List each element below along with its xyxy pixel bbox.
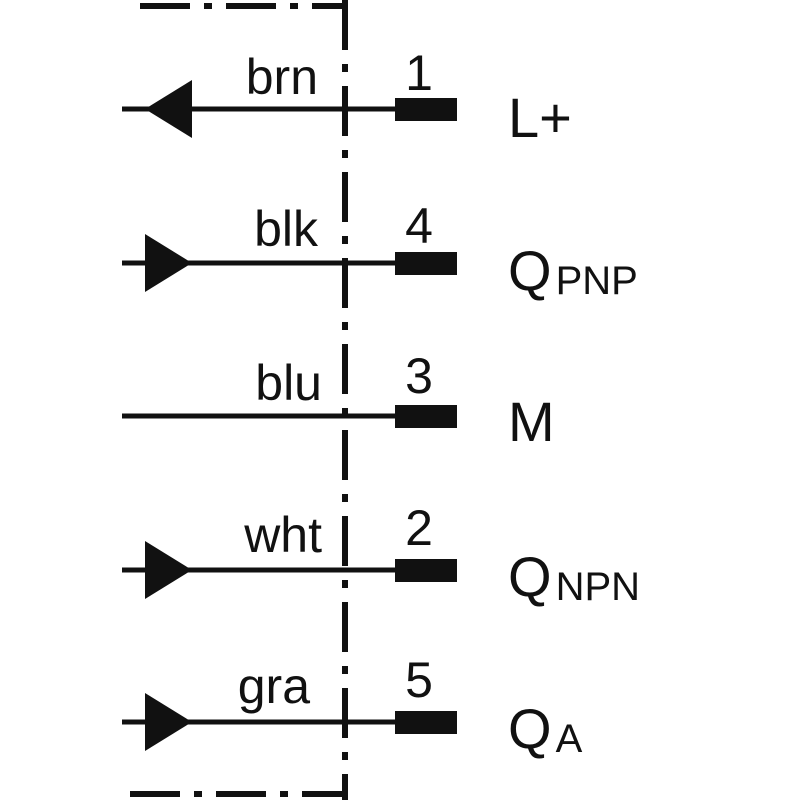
wire-color-label: blu <box>255 355 322 411</box>
wire-color-label: wht <box>243 507 322 563</box>
signal-main: M <box>508 390 555 453</box>
wire-color-label: blk <box>254 201 319 257</box>
arrow-left-icon <box>145 80 192 138</box>
pin-number: 4 <box>405 198 433 254</box>
signal-main: Q <box>508 697 552 760</box>
pin-terminal <box>395 405 457 428</box>
connection-row-1: brn 1 L+ <box>122 45 572 149</box>
wire-color-label: brn <box>246 49 318 105</box>
signal-subscript: A <box>556 717 583 761</box>
signal-subscript: PNP <box>556 259 638 303</box>
pin-number: 5 <box>405 652 433 708</box>
pin-number: 1 <box>405 45 433 101</box>
pin-terminal <box>395 98 457 121</box>
signal-main: Q <box>508 239 552 302</box>
arrow-right-icon <box>145 541 192 599</box>
signal-name: L+ <box>508 86 572 149</box>
wire-color-label: gra <box>238 658 310 714</box>
arrow-right-icon <box>145 693 192 751</box>
pin-terminal <box>395 711 457 734</box>
connection-row-3: blu 3 M <box>122 348 555 453</box>
signal-main: Q <box>508 545 552 608</box>
pin-terminal <box>395 559 457 582</box>
pin-number: 3 <box>405 348 433 404</box>
signal-subscript: NPN <box>556 565 640 609</box>
housing-boundary <box>130 0 348 800</box>
pin-number: 2 <box>405 500 433 556</box>
arrow-right-icon <box>145 234 192 292</box>
pin-terminal <box>395 252 457 275</box>
signal-name: M <box>508 390 555 453</box>
signal-main: L+ <box>508 86 572 149</box>
